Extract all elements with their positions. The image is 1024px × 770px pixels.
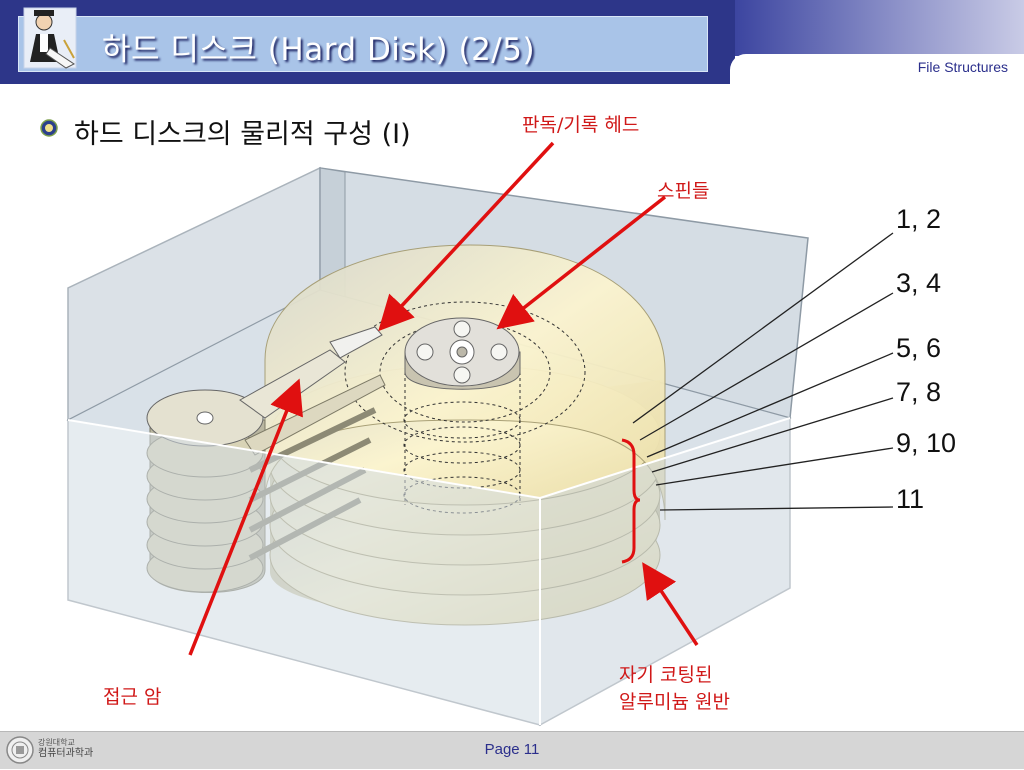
label-platter-line1: 자기 코팅된	[619, 664, 713, 686]
surface-number: 3, 4	[896, 268, 942, 298]
page-number: Page 11	[484, 741, 540, 758]
scholar-logo-icon	[20, 4, 80, 72]
label-platter: 자기 코팅된 알루미늄 원반	[619, 662, 730, 716]
surface-number: 7, 8	[896, 377, 942, 407]
course-tab	[730, 54, 1024, 86]
logo-text-university: 강원대학교	[38, 738, 75, 747]
spindle-arrow	[496, 195, 667, 330]
university-logo: 강원대학교 컴퓨터과학과	[4, 734, 104, 766]
head-arrow	[378, 141, 555, 332]
label-spindle: 스핀들	[657, 180, 710, 202]
slide-subtitle: 하드 디스크의 물리적 구성 (I)	[74, 119, 411, 150]
surface-number: 5, 6	[896, 333, 942, 363]
label-read-write-head: 판독/기록 헤드	[522, 114, 640, 136]
header-gradient	[735, 0, 1024, 56]
label-access-arm: 접근 암	[103, 686, 162, 708]
arm-arrow	[188, 378, 303, 656]
surface-number: 11	[896, 484, 925, 514]
platter-bracket	[621, 438, 641, 564]
label-platter-line2: 알루미늄 원반	[619, 691, 730, 713]
bullet-icon	[40, 119, 58, 137]
logo-text-department: 컴퓨터과학과	[38, 748, 94, 759]
course-name: File Structures	[917, 59, 1008, 75]
title-box	[18, 16, 708, 72]
spindle	[404, 317, 521, 390]
header-bar: 하드 디스크 (Hard Disk) (2/5) File Structures	[0, 0, 1024, 86]
page-title: 하드 디스크 (Hard Disk) (2/5)	[102, 32, 536, 68]
annotation-arrows	[188, 141, 699, 656]
footer-bar	[0, 731, 1024, 769]
surface-number: 9, 10	[896, 428, 957, 458]
platter-arrow	[642, 562, 699, 646]
surface-leader-lines	[632, 232, 894, 511]
surface-number: 1, 2	[896, 204, 942, 234]
